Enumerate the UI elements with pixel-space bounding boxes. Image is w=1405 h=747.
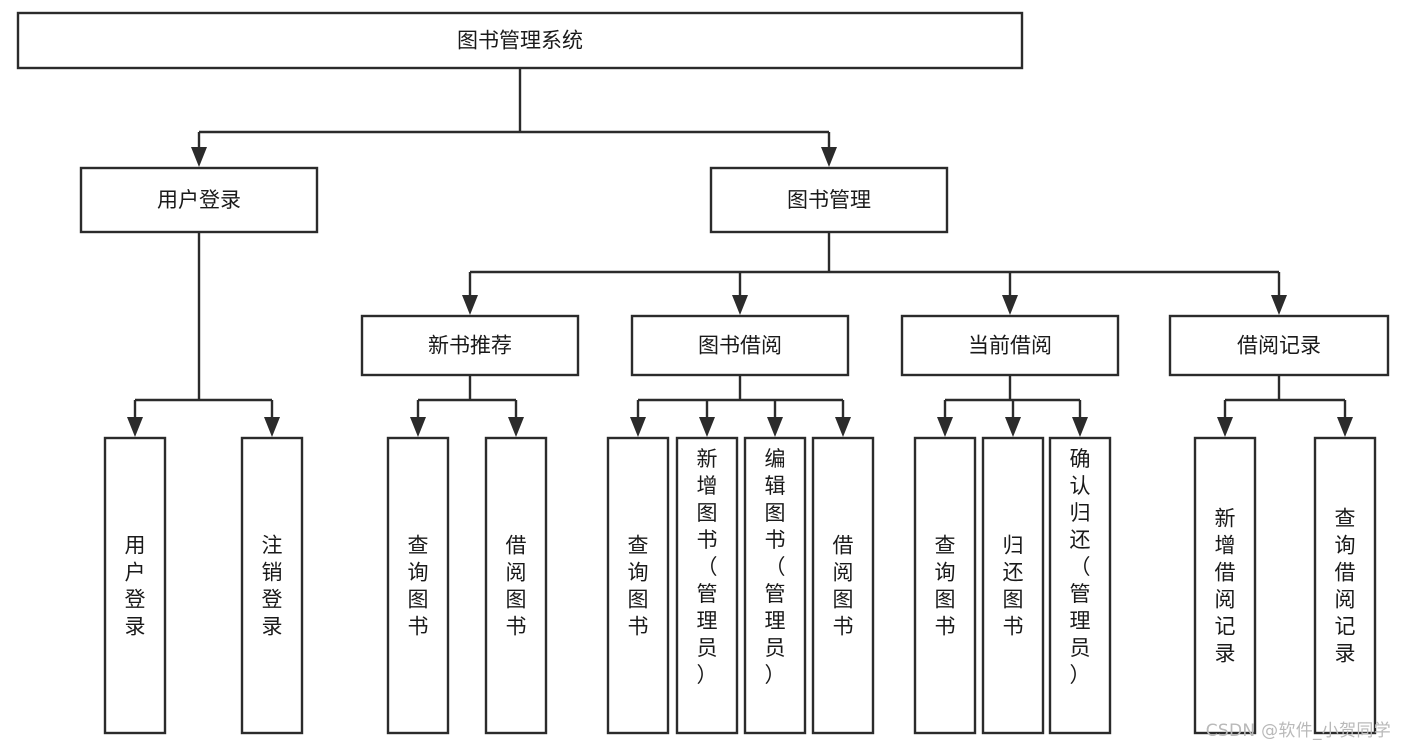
arrow-head-icon [410, 417, 426, 437]
node-label: 注销登录 [262, 534, 283, 639]
node-label: 查询图书 [935, 534, 956, 639]
node-box[interactable] [630, 314, 850, 377]
node-box[interactable] [16, 11, 1024, 70]
node-level3-book-borrow[interactable]: 图书借阅 [630, 314, 850, 377]
node-label: 编辑图书（管理员） [765, 447, 786, 687]
node-label: 确认归还（管理员） [1070, 447, 1091, 687]
node-label: 新书推荐 [428, 334, 512, 358]
node-leaf-leaf-borrow-book-1[interactable]: 借阅图书 [484, 436, 548, 735]
node-leaf-leaf-borrow-book-2[interactable]: 借阅图书 [811, 436, 875, 735]
arrow-head-icon [1271, 295, 1287, 315]
arrow-head-icon [1002, 295, 1018, 315]
node-label: 查询图书 [408, 534, 429, 639]
node-leaf-leaf-query-record[interactable]: 查询借阅记录 [1313, 436, 1377, 735]
arrow-head-icon [937, 417, 953, 437]
arrow-head-icon [630, 417, 646, 437]
node-layer: 图书管理系统用户登录图书管理新书推荐图书借阅当前借阅借阅记录用户登录注销登录查询… [16, 11, 1390, 735]
node-label: 图书借阅 [698, 334, 782, 358]
node-label: 用户登录 [125, 534, 146, 639]
node-box[interactable] [1313, 436, 1377, 735]
node-leaf-leaf-logout[interactable]: 注销登录 [240, 436, 304, 735]
arrow-head-icon [508, 417, 524, 437]
node-box[interactable] [675, 436, 739, 735]
node-level3-current-borrow[interactable]: 当前借阅 [900, 314, 1120, 377]
arrow-head-icon [821, 147, 837, 167]
arrow-head-icon [1072, 417, 1088, 437]
node-label: 图书管理系统 [457, 29, 583, 53]
node-level2-book-manage[interactable]: 图书管理 [709, 166, 949, 234]
node-leaf-leaf-add-record[interactable]: 新增借阅记录 [1193, 436, 1257, 735]
arrow-head-icon [732, 295, 748, 315]
node-box[interactable] [360, 314, 580, 377]
node-leaf-leaf-confirm-return[interactable]: 确认归还（管理员） [1048, 436, 1112, 735]
node-box[interactable] [900, 314, 1120, 377]
node-box[interactable] [743, 436, 807, 735]
arrow-head-icon [462, 295, 478, 315]
node-box[interactable] [240, 436, 304, 735]
arrow-head-icon [127, 417, 143, 437]
arrow-head-icon [1217, 417, 1233, 437]
node-leaf-leaf-query-book-1[interactable]: 查询图书 [386, 436, 450, 735]
arrow-head-icon [699, 417, 715, 437]
arrow-head-icon [1337, 417, 1353, 437]
node-box[interactable] [1048, 436, 1112, 735]
node-label: 图书管理 [787, 188, 871, 212]
node-leaf-leaf-query-book-3[interactable]: 查询图书 [913, 436, 977, 735]
node-label: 新增图书（管理员） [697, 447, 718, 687]
arrow-head-icon [767, 417, 783, 437]
node-level3-new-book-rec[interactable]: 新书推荐 [360, 314, 580, 377]
node-box[interactable] [79, 166, 319, 234]
csdn-watermark: CSDN @软件_小贺同学 [1205, 721, 1391, 741]
node-box[interactable] [981, 436, 1045, 735]
node-level3-borrow-record[interactable]: 借阅记录 [1168, 314, 1390, 377]
node-leaf-leaf-return-book[interactable]: 归还图书 [981, 436, 1045, 735]
node-level2-user-login[interactable]: 用户登录 [79, 166, 319, 234]
node-box[interactable] [1168, 314, 1390, 377]
node-label: 用户登录 [157, 188, 241, 212]
node-box[interactable] [484, 436, 548, 735]
node-label: 归还图书 [1003, 534, 1024, 639]
arrow-head-icon [264, 417, 280, 437]
node-leaf-leaf-user-login[interactable]: 用户登录 [103, 436, 167, 735]
node-label: 借阅图书 [833, 534, 854, 639]
node-box[interactable] [386, 436, 450, 735]
node-label: 查询图书 [628, 534, 649, 639]
node-label: 新增借阅记录 [1215, 507, 1236, 666]
arrow-head-icon [1005, 417, 1021, 437]
connector-layer [127, 68, 1353, 437]
node-box[interactable] [103, 436, 167, 735]
node-label: 查询借阅记录 [1335, 507, 1356, 666]
node-label: 借阅图书 [506, 534, 527, 639]
arrow-head-icon [191, 147, 207, 167]
node-box[interactable] [913, 436, 977, 735]
node-leaf-leaf-query-book-2[interactable]: 查询图书 [606, 436, 670, 735]
node-label: 借阅记录 [1237, 334, 1321, 358]
node-box[interactable] [606, 436, 670, 735]
node-root-system[interactable]: 图书管理系统 [16, 11, 1024, 70]
arrow-head-icon [835, 417, 851, 437]
node-box[interactable] [1193, 436, 1257, 735]
node-box[interactable] [811, 436, 875, 735]
node-label: 当前借阅 [968, 334, 1052, 358]
node-leaf-leaf-add-book[interactable]: 新增图书（管理员） [675, 436, 739, 735]
node-leaf-leaf-edit-book[interactable]: 编辑图书（管理员） [743, 436, 807, 735]
node-box[interactable] [709, 166, 949, 234]
